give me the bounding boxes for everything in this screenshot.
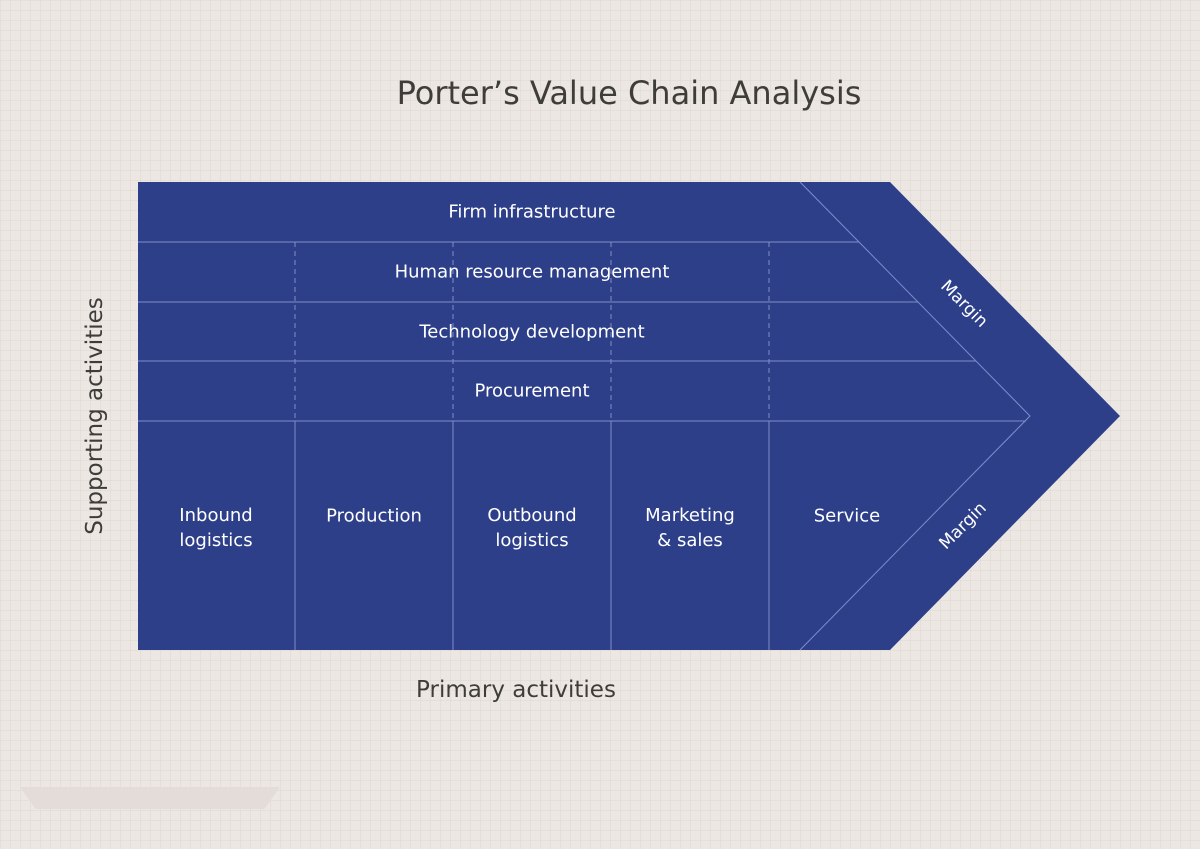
primary-label-line1: Outbound bbox=[487, 505, 577, 526]
primary-outbound-logistics: Outbound logistics bbox=[487, 503, 576, 553]
primary-production: Production bbox=[326, 505, 422, 527]
primary-label-line2: logistics bbox=[495, 530, 569, 551]
primary-label-line1: Inbound bbox=[179, 505, 253, 526]
primary-service: Service bbox=[813, 505, 881, 527]
page-title: Porter’s Value Chain Analysis bbox=[396, 74, 862, 112]
primary-label-line2: logistics bbox=[179, 530, 253, 551]
margin-divider bbox=[799, 181, 1031, 651]
support-firm-infrastructure: Firm infrastructure bbox=[448, 201, 616, 223]
primary-label-line2: & sales bbox=[657, 530, 723, 551]
support-human-resource-management: Human resource management bbox=[394, 261, 670, 283]
primary-label-line1: Marketing bbox=[645, 505, 735, 526]
primary-activities-label: Primary activities bbox=[416, 677, 616, 703]
background-smudge bbox=[20, 787, 280, 809]
primary-marketing-sales: Marketing & sales bbox=[645, 503, 735, 553]
value-chain-arrow bbox=[138, 182, 1120, 650]
support-technology-development: Technology development bbox=[419, 321, 645, 343]
support-procurement: Procurement bbox=[474, 380, 590, 402]
supporting-activities-label: Supporting activities bbox=[82, 297, 108, 535]
primary-inbound-logistics: Inbound logistics bbox=[179, 503, 252, 553]
